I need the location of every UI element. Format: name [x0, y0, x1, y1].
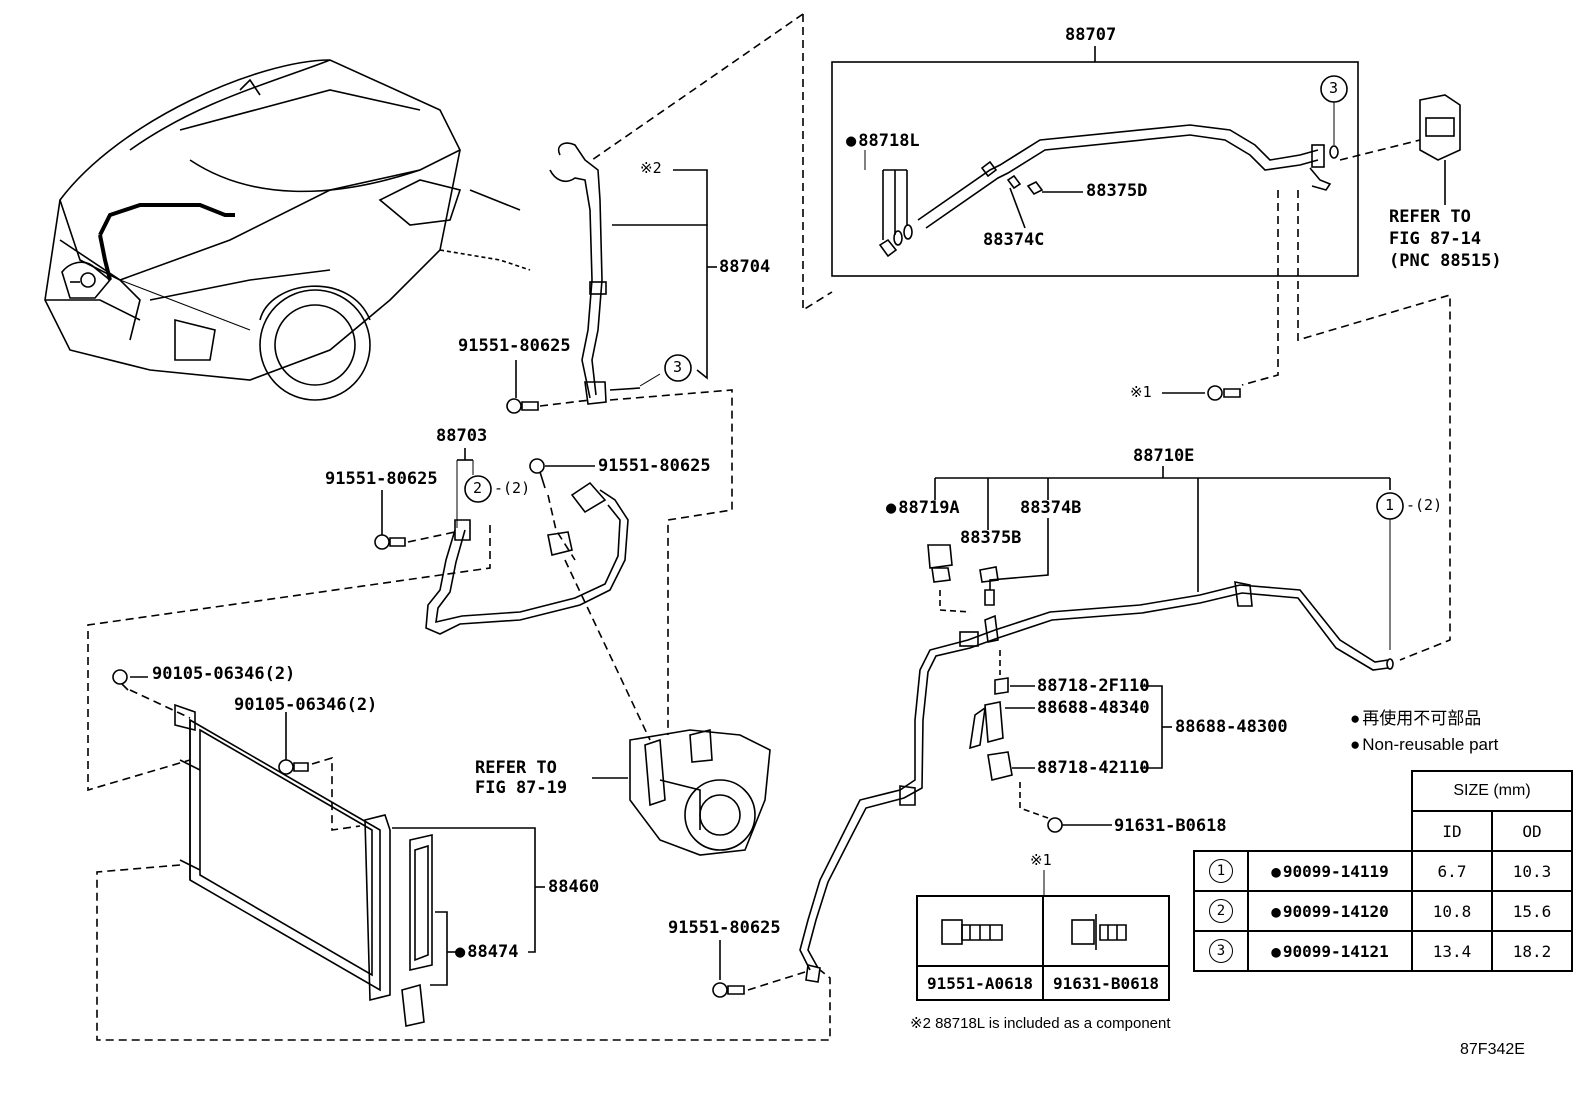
size-table-col-id: ID	[1411, 810, 1493, 852]
note1-table-marker: ※1	[1030, 851, 1052, 869]
part-88707[interactable]: 88707	[1065, 25, 1117, 45]
part-88710E[interactable]: 88710E	[1133, 446, 1195, 466]
size-table: SIZE (mm) ID OD 1 90099-14119 6.7 10.3 2…	[1193, 770, 1573, 972]
size-row-2-id: 10.8	[1411, 890, 1493, 932]
size-table-col-od: OD	[1491, 810, 1573, 852]
part-88718L[interactable]: 88718L	[846, 133, 919, 150]
size-row-3-id: 13.4	[1411, 930, 1493, 972]
condenser	[174, 703, 433, 1027]
88704-hose	[549, 142, 641, 405]
refer-fig-87-19-line2[interactable]: FIG 87-19	[475, 778, 568, 798]
part-90105-06346-a[interactable]: 90105-06346(2)	[152, 664, 296, 684]
marker-2-88703	[464, 475, 492, 503]
vehicle-illustration	[44, 59, 531, 401]
size-row-1-od: 10.3	[1491, 850, 1573, 892]
part-88374B[interactable]: 88374B	[1020, 498, 1082, 518]
size-row-3-no: 3	[1209, 939, 1233, 963]
size-row-1-part[interactable]: 90099-14119	[1247, 850, 1413, 892]
marker-2-label: 2	[473, 479, 483, 497]
marker-3-88707	[1320, 75, 1348, 103]
refer-fig-87-19-line1: REFER TO	[475, 758, 557, 778]
part-91631-B0618[interactable]: 91631-B0618	[1114, 816, 1227, 836]
bolt-88703-top	[529, 458, 595, 489]
part-88718-42110[interactable]: 88718-42110	[1037, 758, 1150, 778]
refer-fig-87-14-line2[interactable]: FIG 87-14	[1389, 229, 1482, 249]
part-88460[interactable]: 88460	[548, 877, 600, 897]
footnote: ※2 88718L is included as a component	[910, 1015, 1171, 1032]
legend-jp: 再使用不可部品	[1350, 710, 1481, 727]
marker-1-label: 1	[1385, 496, 1395, 514]
note1-marker: ※1	[1130, 383, 1152, 401]
fastener-right-label[interactable]: 91631-B0618	[1042, 965, 1170, 1001]
size-row-1-no: 1	[1209, 859, 1233, 883]
part-88375B[interactable]: 88375B	[960, 528, 1022, 548]
size-row-2-od: 15.6	[1491, 890, 1573, 932]
bolt-condenser-2	[278, 712, 309, 775]
compressor	[592, 728, 771, 856]
size-row-2-no: 2	[1209, 899, 1233, 923]
part-88704[interactable]: 88704	[719, 257, 771, 277]
fastener-left-cell	[916, 895, 1044, 967]
size-row-3-od: 18.2	[1491, 930, 1573, 972]
size-row-1-id: 6.7	[1411, 850, 1493, 892]
marker-1-qty: -(2)	[1406, 496, 1443, 514]
fastener-left-label[interactable]: 91551-A0618	[916, 965, 1044, 1001]
refer-fig-87-14-line1: REFER TO	[1389, 207, 1471, 227]
fastener-table: 91551-A0618 91631-B0618	[916, 895, 1170, 1001]
part-91551-80625-a[interactable]: 91551-80625	[458, 336, 571, 356]
size-row-2-part[interactable]: 90099-14120	[1247, 890, 1413, 932]
part-88375D[interactable]: 88375D	[1086, 181, 1148, 201]
valve-core-88375B	[979, 566, 999, 606]
bolt-91631	[1047, 817, 1112, 833]
fastener-right-cell	[1042, 895, 1170, 967]
part-88688-48340[interactable]: 88688-48340	[1037, 698, 1150, 718]
sensor-bracket	[969, 677, 1013, 781]
88710E-pipe	[799, 580, 1394, 983]
part-88719A[interactable]: 88719A	[886, 500, 959, 517]
88703-hose	[425, 481, 629, 635]
part-88718-2F110[interactable]: 88718-2F110	[1037, 676, 1150, 696]
bolt-88710E	[712, 940, 745, 998]
marker-3-label-2: 3	[673, 358, 683, 376]
part-90105-06346-b[interactable]: 90105-06346(2)	[234, 695, 378, 715]
part-88474[interactable]: 88474	[455, 944, 518, 961]
88707-box	[831, 61, 1359, 277]
size-table-title: SIZE (mm)	[1411, 770, 1573, 812]
bolt-88704	[506, 360, 539, 414]
88707-pipe	[917, 124, 1339, 229]
bolt-note1	[1162, 385, 1241, 401]
part-88374C[interactable]: 88374C	[983, 230, 1045, 250]
part-88703[interactable]: 88703	[436, 426, 488, 446]
part-91551-80625-b[interactable]: 91551-80625	[598, 456, 711, 476]
legend-en: Non-reusable part	[1350, 736, 1498, 753]
size-row-3-part[interactable]: 90099-14121	[1247, 930, 1413, 972]
part-91551-80625-d[interactable]: 91551-80625	[668, 918, 781, 938]
marker-3-label: 3	[1329, 79, 1339, 97]
marker-3-88704	[664, 354, 692, 382]
diagram-id: 87F342E	[1460, 1041, 1525, 1058]
part-88688-48300[interactable]: 88688-48300	[1175, 717, 1288, 737]
part-91551-80625-c[interactable]: 91551-80625	[325, 469, 438, 489]
pressure-switch-88719A	[927, 544, 971, 613]
note2-marker: ※2	[640, 159, 662, 177]
bolt-condenser-1	[112, 669, 148, 691]
marker-2-qty: -(2)	[494, 479, 531, 497]
88718L-fittings	[864, 150, 1083, 258]
refer-fig-87-14-line3: (PNC 88515)	[1389, 251, 1502, 271]
bolt-88703	[374, 490, 406, 550]
marker-1-88710E	[1376, 492, 1404, 520]
expansion-valve	[1419, 94, 1461, 205]
